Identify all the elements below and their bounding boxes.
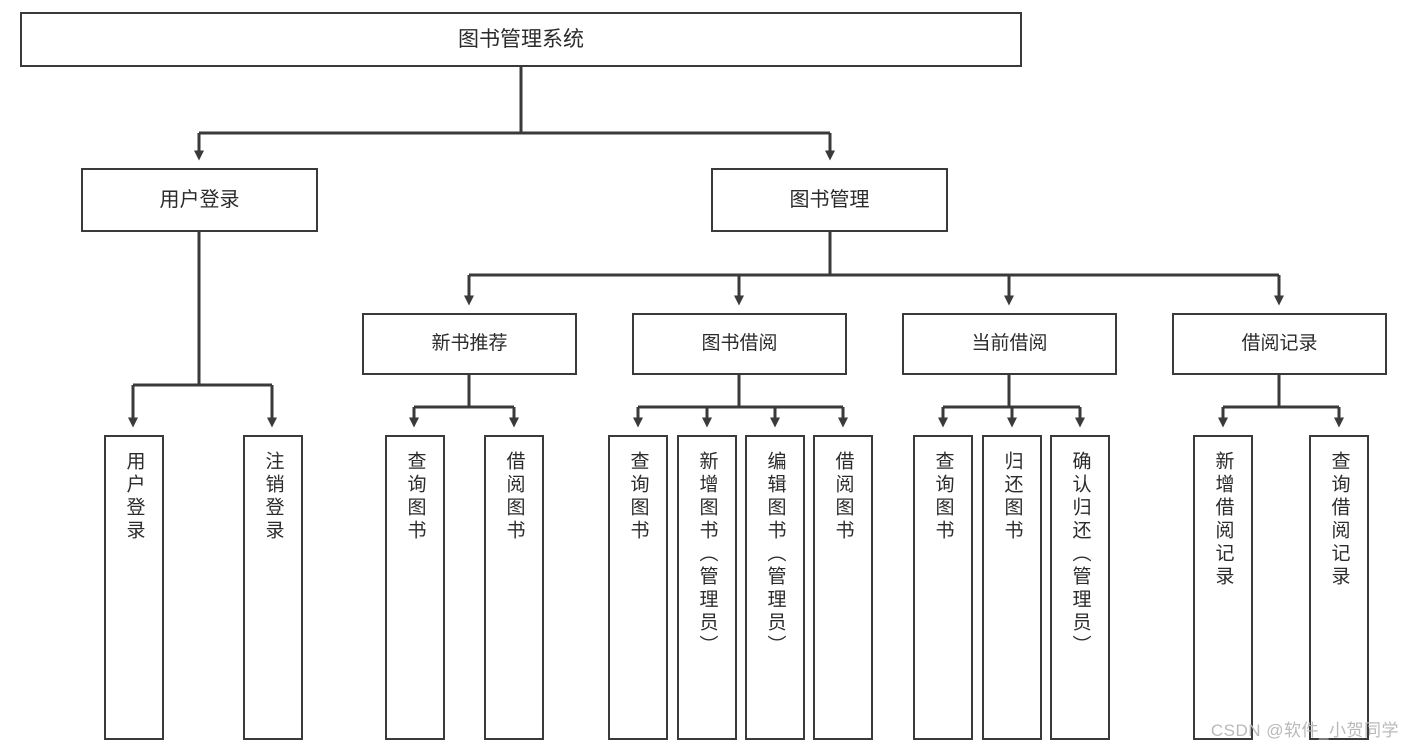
- node-label: 新书推荐: [431, 333, 508, 355]
- leaf-query-book-3[interactable]: 查询图书: [913, 435, 973, 740]
- leaf-return-book[interactable]: 归还图书: [982, 435, 1042, 740]
- leaf-confirm-return[interactable]: 确认归还（管理员）: [1050, 435, 1110, 740]
- node-book-manage[interactable]: 图书管理: [711, 168, 948, 232]
- node-label: 图书管理: [789, 188, 870, 211]
- leaf-add-record[interactable]: 新增借阅记录: [1193, 435, 1253, 740]
- leaf-add-book[interactable]: 新增图书（管理员）: [677, 435, 737, 740]
- node-label: 查询借阅记录: [1328, 451, 1350, 589]
- node-label: 新增借阅记录: [1212, 451, 1234, 589]
- leaf-user-login[interactable]: 用户登录: [104, 435, 164, 740]
- node-label: 查询图书: [627, 451, 649, 543]
- leaf-edit-book[interactable]: 编辑图书（管理员）: [745, 435, 805, 740]
- node-label: 归还图书: [1001, 451, 1023, 543]
- node-new-book-rec[interactable]: 新书推荐: [362, 313, 577, 375]
- node-label: 用户登录: [159, 188, 240, 211]
- leaf-borrow-book-2[interactable]: 借阅图书: [813, 435, 873, 740]
- node-label: 确认归还（管理员）: [1069, 451, 1091, 658]
- node-label: 查询图书: [404, 451, 426, 543]
- node-current-borrow[interactable]: 当前借阅: [902, 313, 1117, 375]
- node-label: 图书借阅: [701, 333, 778, 355]
- node-label: 当前借阅: [971, 333, 1048, 355]
- node-label: 借阅记录: [1241, 333, 1318, 355]
- node-root-system[interactable]: 图书管理系统: [20, 12, 1022, 67]
- leaf-query-book-2[interactable]: 查询图书: [608, 435, 668, 740]
- node-label: 图书管理系统: [458, 27, 584, 51]
- node-label: 借阅图书: [503, 451, 525, 543]
- node-label: 用户登录: [123, 451, 145, 543]
- node-label: 注销登录: [262, 451, 284, 543]
- leaf-query-book-1[interactable]: 查询图书: [385, 435, 445, 740]
- node-user-login[interactable]: 用户登录: [81, 168, 318, 232]
- node-borrow-record[interactable]: 借阅记录: [1172, 313, 1387, 375]
- leaf-logout[interactable]: 注销登录: [243, 435, 303, 740]
- leaf-query-record[interactable]: 查询借阅记录: [1309, 435, 1369, 740]
- leaf-borrow-book-1[interactable]: 借阅图书: [484, 435, 544, 740]
- node-label: 借阅图书: [832, 451, 854, 543]
- node-label: 编辑图书（管理员）: [764, 451, 786, 658]
- node-label: 新增图书（管理员）: [696, 451, 718, 658]
- node-label: 查询图书: [932, 451, 954, 543]
- node-book-borrow[interactable]: 图书借阅: [632, 313, 847, 375]
